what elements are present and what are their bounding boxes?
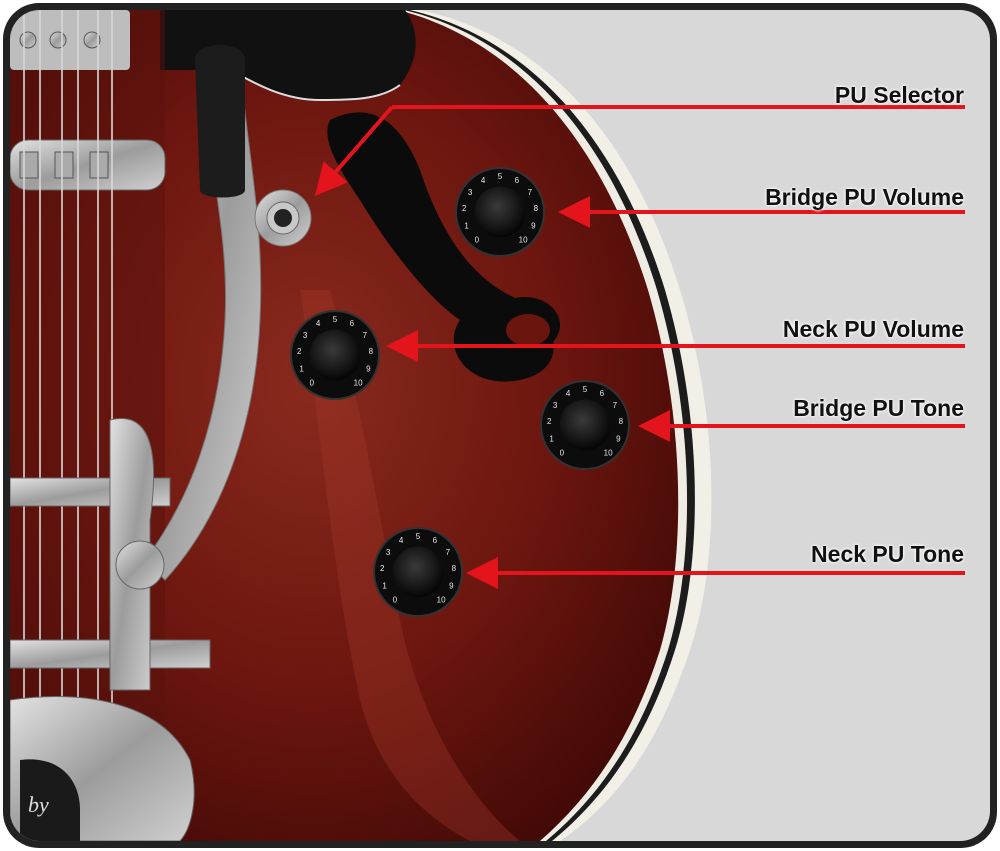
knob-number: 8 [619,417,624,426]
knob-number: 9 [449,581,454,590]
arrows [314,105,965,589]
knob-number: 0 [560,449,565,458]
knob-number: 3 [553,401,558,410]
knob-number: 9 [531,221,536,230]
logo-text: by [28,792,49,817]
knob-number: 1 [549,434,554,443]
knob-neck-pu-volume: 01 234 5 678 910 [290,310,380,400]
knob-number: 5 [583,385,588,394]
knob-number: 6 [433,536,438,545]
knob-number: 1 [464,221,469,230]
label-bridge-pu-tone: Bridge PU Tone [793,395,964,421]
knob-number: 2 [547,417,552,426]
knob-number: 4 [566,389,571,398]
label-neck-pu-tone: Neck PU Tone [811,541,964,567]
knob-number: 5 [498,172,503,181]
knob-number: 4 [399,536,404,545]
knob-number: 3 [386,548,391,557]
knob-number: 4 [481,176,486,185]
knob-number: 7 [446,548,451,557]
knob-number: 7 [528,188,533,197]
knob-number: 2 [380,564,385,573]
knob-bridge-pu-volume: 01 234 5 678 910 [455,167,545,257]
arrow-pu-selector [314,105,394,197]
knob-number: 3 [468,188,473,197]
bridge [10,139,166,191]
knob-number: 8 [452,564,457,573]
knob-number: 6 [515,176,520,185]
knob-number: 0 [393,596,398,605]
knob-number: 8 [369,347,374,356]
knob-number: 10 [354,379,363,388]
knob-number: 5 [333,315,338,324]
knob-number: 6 [600,389,605,398]
knob-number: 7 [613,401,618,410]
label-pu-selector: PU Selector [834,82,964,108]
knob-number: 4 [316,319,321,328]
knob-number: 10 [519,236,528,245]
pickup-selector-switch [254,189,312,247]
knob-number: 3 [303,331,308,340]
knob-neck-pu-tone: 01 234 5 678 910 [373,527,463,617]
knob-bridge-pu-tone: 01 234 5 678 910 [540,380,630,470]
knob-number: 10 [604,449,613,458]
pickguard [160,10,416,100]
label-neck-pu-volume: Neck PU Volume [782,316,964,342]
knob-number: 2 [297,347,302,356]
knob-number: 8 [534,204,539,213]
knob-number: 6 [350,319,355,328]
knob-number: 9 [366,364,371,373]
knob-number: 9 [616,434,621,443]
knob-number: 1 [382,581,387,590]
knob-number: 0 [310,379,315,388]
knob-number: 0 [475,236,480,245]
knob-number: 2 [462,204,467,213]
label-bridge-pu-volume: Bridge PU Volume [765,184,964,210]
knob-number: 5 [416,532,421,541]
arm-tip [195,45,245,198]
knob-number: 10 [437,596,446,605]
knob-number: 1 [299,364,304,373]
knob-number: 7 [363,331,368,340]
